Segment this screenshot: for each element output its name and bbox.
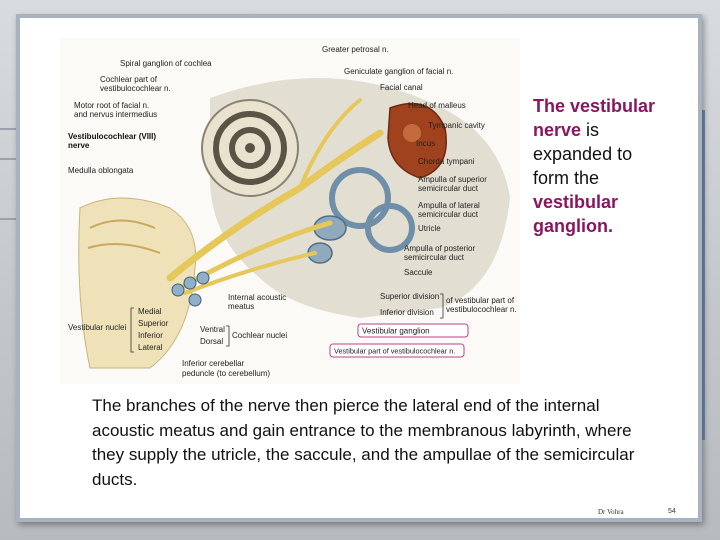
label-medial: Medial bbox=[138, 307, 162, 316]
caption-the: The bbox=[533, 96, 566, 116]
label-greater-petrosal: Greater petrosal n. bbox=[322, 45, 389, 54]
label-amp-post: Ampulla of posterior bbox=[404, 244, 475, 253]
label-geniculate: Geniculate ganglion of facial n. bbox=[344, 67, 453, 76]
label-vestibulocochlear: Vestibulocochlear (VIII) bbox=[68, 132, 156, 141]
label-ventral: Ventral bbox=[200, 325, 225, 334]
label-cochlear-nuclei: Cochlear nuclei bbox=[232, 331, 287, 340]
label-amp-sup-2: semicircular duct bbox=[418, 184, 479, 193]
body-paragraph: The branches of the nerve then pierce th… bbox=[92, 396, 635, 489]
label-vestibular-part-box: Vestibular part of vestibulocochlear n. bbox=[334, 347, 455, 356]
label-chorda: Chorda tympani bbox=[418, 157, 475, 166]
label-facial-canal: Facial canal bbox=[380, 83, 423, 92]
slide: Spiral ganglion of cochlea Cochlear part… bbox=[16, 14, 702, 522]
label-cochlear-part-2: vestibulocochlear n. bbox=[100, 84, 171, 93]
background-line bbox=[0, 218, 30, 220]
label-superior-division: Superior division bbox=[380, 292, 439, 301]
label-incus: Incus bbox=[416, 139, 435, 148]
background-line bbox=[0, 128, 30, 130]
background-line bbox=[0, 158, 30, 160]
label-inferior-division: Inferior division bbox=[380, 308, 434, 317]
label-cochlear-part: Cochlear part of bbox=[100, 75, 158, 84]
label-amp-post-2: semicircular duct bbox=[404, 253, 465, 262]
label-vestibulocochlear-2: nerve bbox=[68, 141, 90, 150]
label-internal-meatus-2: meatus bbox=[228, 302, 254, 311]
label-lateral: Lateral bbox=[138, 343, 163, 352]
label-inferior: Inferior bbox=[138, 331, 163, 340]
label-internal-meatus: Internal acoustic bbox=[228, 293, 286, 302]
caption-middle: is expanded to form the bbox=[533, 120, 633, 188]
label-amp-lat-2: semicircular duct bbox=[418, 210, 479, 219]
ear-anatomy-illustration: Spiral ganglion of cochlea Cochlear part… bbox=[60, 38, 520, 384]
label-inf-cerebellar-2: peduncle (to cerebellum) bbox=[182, 369, 270, 378]
label-motor-root: Motor root of facial n. bbox=[74, 101, 149, 110]
caption-right: The vestibular nerve is expanded to form… bbox=[533, 94, 663, 238]
label-amp-lat: Ampulla of lateral bbox=[418, 201, 480, 210]
label-motor-root-2: and nervus intermedius bbox=[74, 110, 157, 119]
label-vest-part-2: vestibulocochlear n. bbox=[446, 305, 517, 314]
label-spiral-ganglion: Spiral ganglion of cochlea bbox=[120, 59, 212, 68]
footer-author: Dr Vohra bbox=[598, 508, 624, 516]
label-inf-cerebellar: Inferior cerebellar bbox=[182, 359, 245, 368]
label-dorsal: Dorsal bbox=[200, 337, 223, 346]
label-saccule: Saccule bbox=[404, 268, 433, 277]
caption-term: vestibular nerve bbox=[533, 96, 656, 140]
label-superior: Superior bbox=[138, 319, 169, 328]
label-vest-part: of vestibular part of bbox=[446, 296, 515, 305]
label-utricle: Utricle bbox=[418, 224, 441, 233]
caption-term2: vestibular ganglion. bbox=[533, 192, 619, 236]
background-accent-line bbox=[702, 110, 705, 440]
label-head-malleus: Head of malleus bbox=[408, 101, 466, 110]
label-vestibular-nuclei: Vestibular nuclei bbox=[68, 323, 126, 332]
label-amp-sup: Ampulla of superior bbox=[418, 175, 487, 184]
label-medulla: Medulla oblongata bbox=[68, 166, 134, 175]
label-tympanic-cavity: Tympanic cavity bbox=[428, 121, 485, 130]
footer-page-number: 54 bbox=[668, 508, 676, 515]
label-vestibular-ganglion: Vestibular ganglion bbox=[362, 327, 430, 336]
